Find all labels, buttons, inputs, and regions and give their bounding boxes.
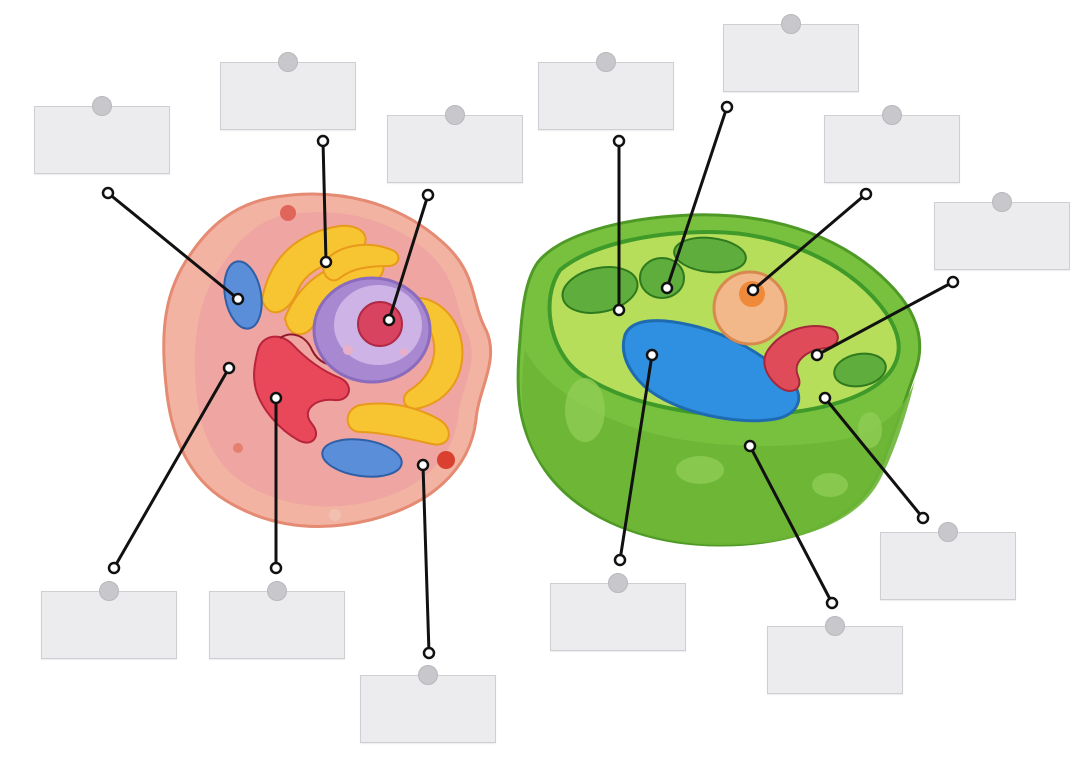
- plant-label-1[interactable]: [538, 52, 674, 130]
- plant-nucleus: [712, 270, 788, 346]
- plant-label-2[interactable]: [723, 14, 859, 92]
- leader-endpoints: [101, 100, 960, 660]
- pin-icon: [596, 52, 616, 72]
- pin-icon: [992, 192, 1012, 212]
- plant-label-4[interactable]: [934, 192, 1070, 270]
- pin-icon: [445, 105, 465, 125]
- pin-icon: [267, 581, 287, 601]
- plant-label-5[interactable]: [550, 573, 686, 651]
- animal-label-5[interactable]: [209, 581, 345, 659]
- pin-icon: [418, 665, 438, 685]
- animal-vesicle: [280, 205, 296, 221]
- pin-icon: [938, 522, 958, 542]
- animal-vesicle: [329, 509, 341, 521]
- plant-cell: [516, 213, 922, 547]
- animal-nucleus: [312, 276, 432, 384]
- plant-label-3[interactable]: [824, 105, 960, 183]
- pin-icon: [882, 105, 902, 125]
- plant-vacuole: [622, 319, 801, 423]
- plant-label-6[interactable]: [767, 616, 903, 694]
- animal-label-3[interactable]: [387, 105, 523, 183]
- plant-chloroplasts: [561, 236, 887, 388]
- animal-mitochondria: [223, 260, 403, 478]
- animal-label-2[interactable]: [220, 52, 356, 130]
- pin-icon: [781, 14, 801, 34]
- pin-icon: [608, 573, 628, 593]
- animal-cell: [162, 192, 493, 528]
- plant-er: [763, 325, 839, 392]
- animal-vesicle: [437, 451, 455, 469]
- pin-icon: [99, 581, 119, 601]
- animal-label-6[interactable]: [360, 665, 496, 743]
- animal-golgi: [260, 224, 464, 446]
- plant-label-7[interactable]: [880, 522, 1016, 600]
- animal-label-4[interactable]: [41, 581, 177, 659]
- pin-icon: [278, 52, 298, 72]
- animal-label-1[interactable]: [34, 96, 170, 174]
- plant-wall-spots: [565, 378, 882, 497]
- plant-cell-front: [521, 350, 915, 545]
- pin-icon: [825, 616, 845, 636]
- leader-lines: [106, 105, 955, 655]
- pin-icon: [92, 96, 112, 116]
- animal-vesicle: [233, 443, 243, 453]
